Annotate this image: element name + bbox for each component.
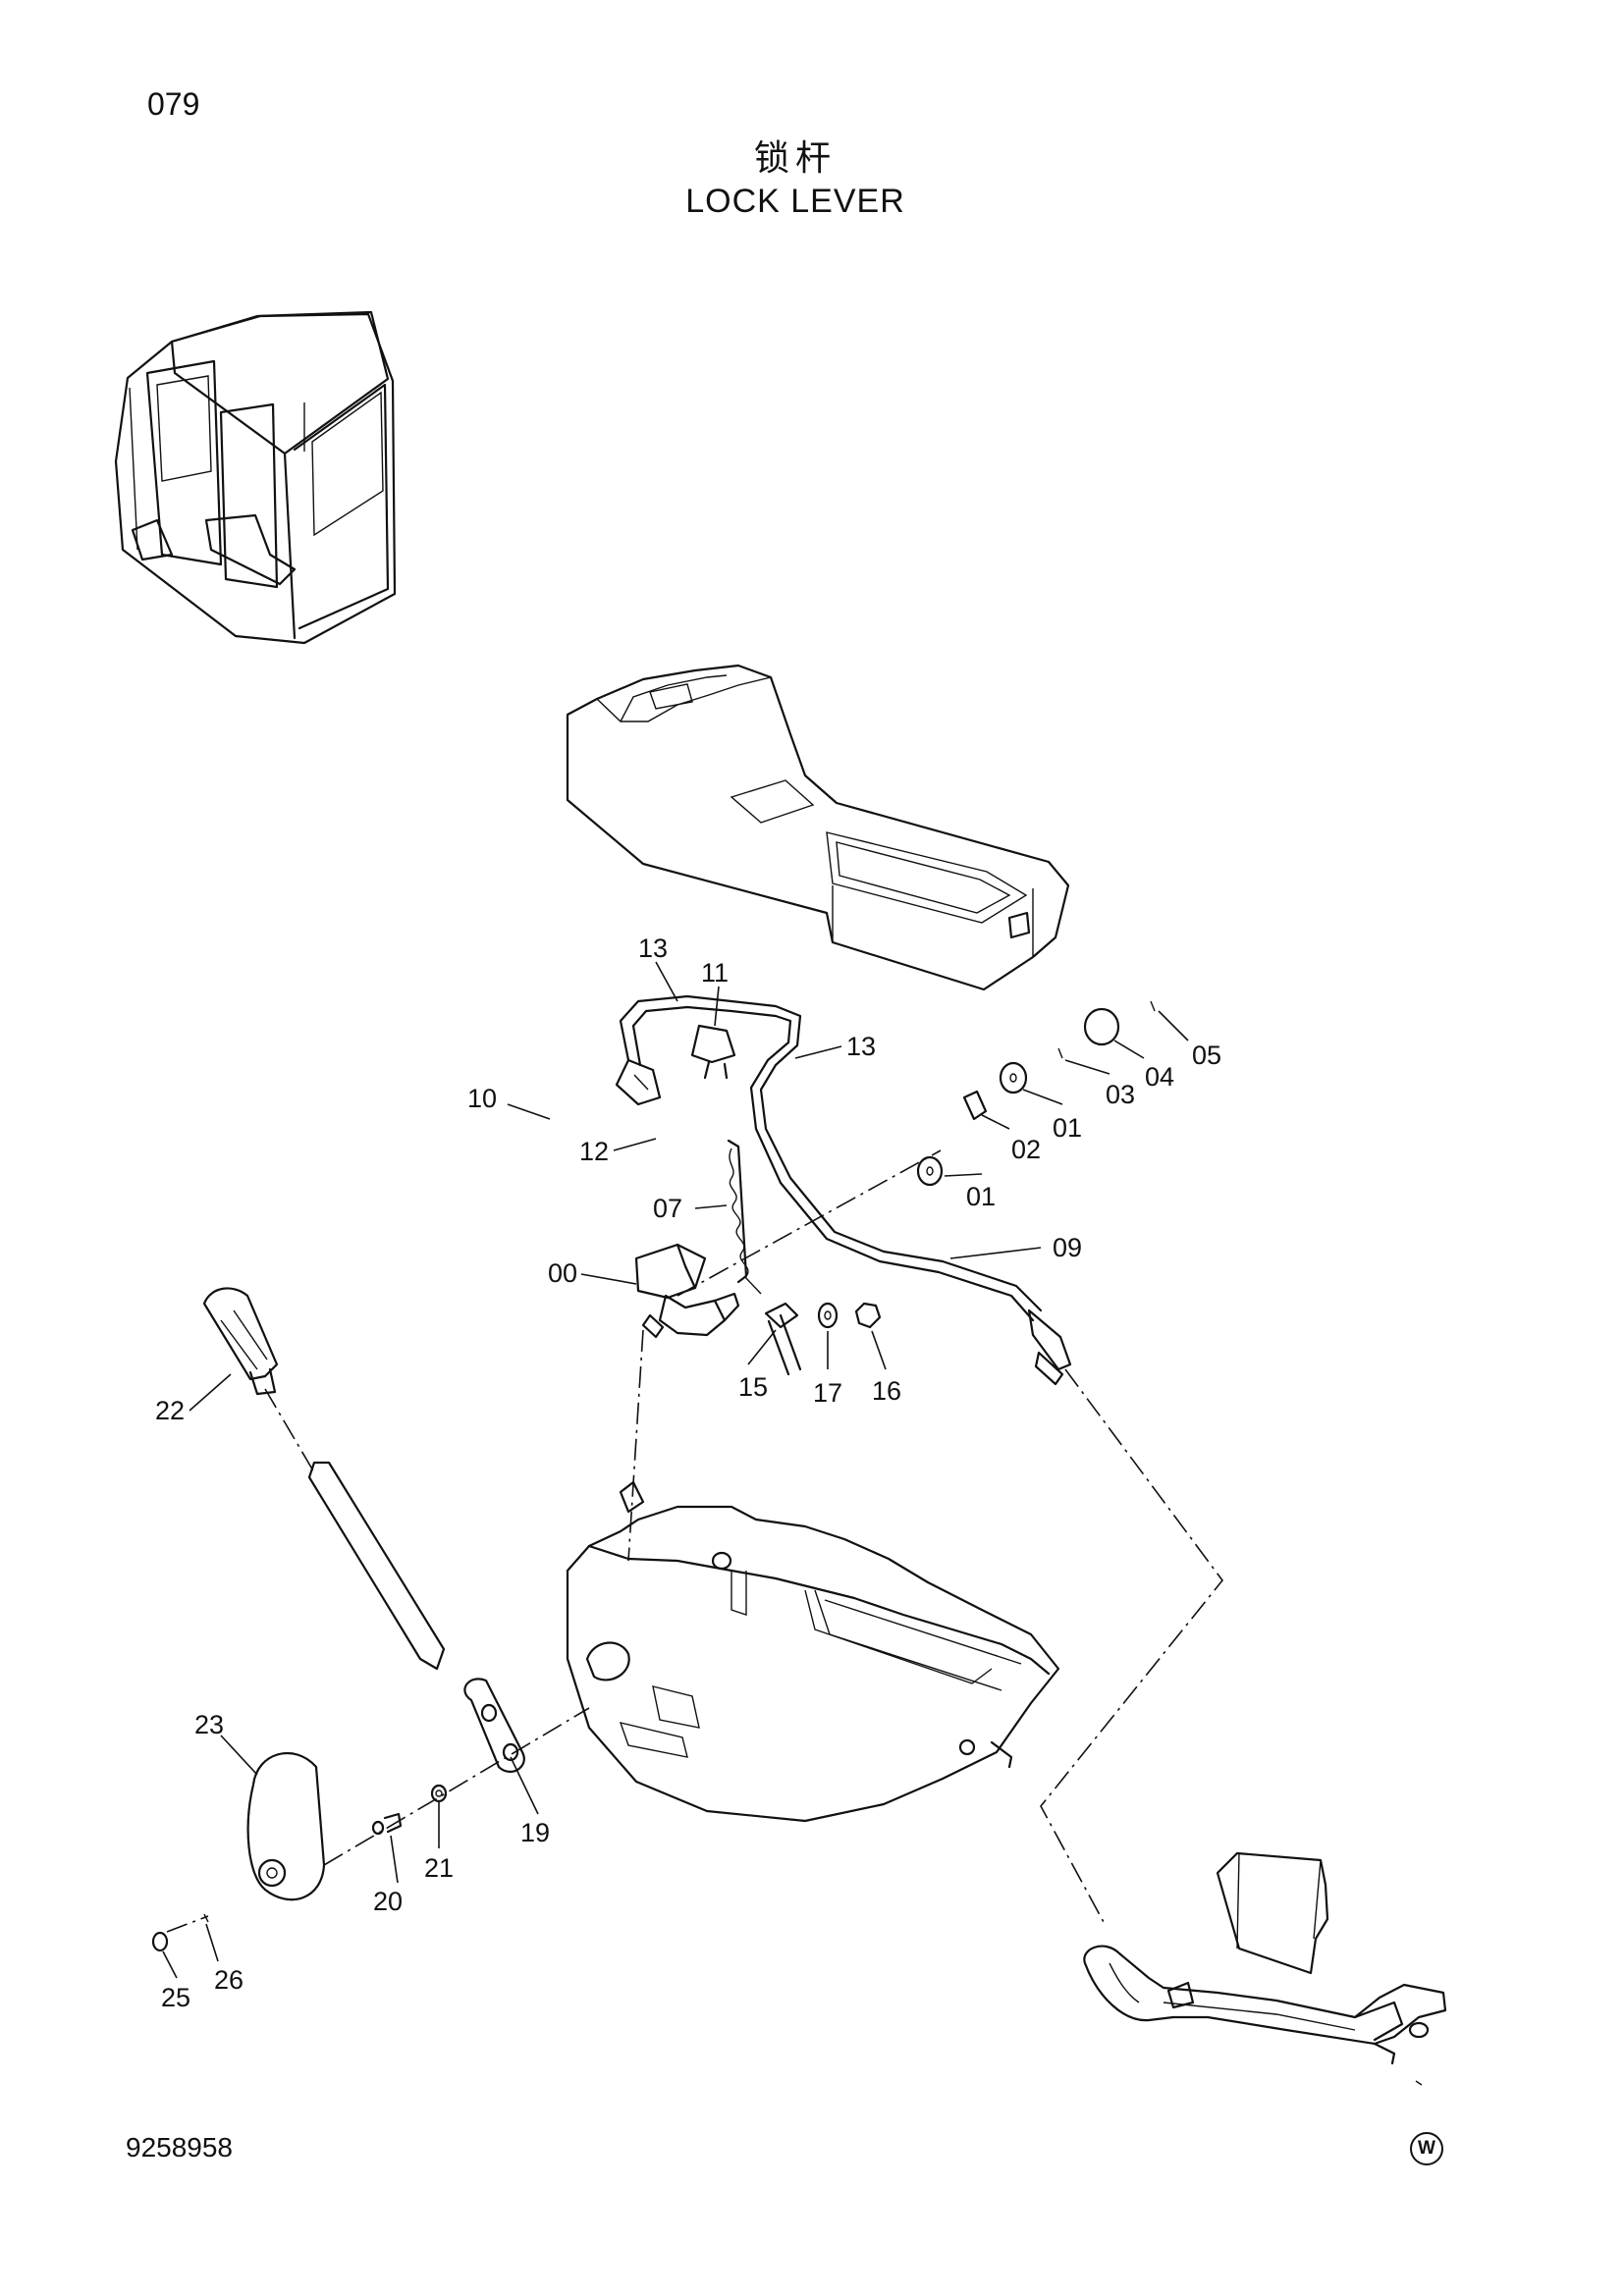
small-hardware-illustration (916, 1000, 1156, 1187)
bracket-assembly-illustration (634, 1243, 882, 1376)
callout-13-right: 13 (846, 1032, 876, 1061)
callout-13-upper: 13 (638, 934, 668, 963)
callout-02: 02 (1011, 1135, 1041, 1164)
upper-console-illustration (566, 664, 1070, 991)
page-number: 079 (147, 86, 200, 122)
callout-09: 09 (1053, 1233, 1082, 1262)
cab-overview-illustration (114, 310, 397, 645)
assembly-centerlines (166, 1149, 1224, 1933)
wire-harness-illustration (615, 994, 1072, 1386)
callout-07: 07 (653, 1194, 682, 1223)
manufacturer-mark: W (1410, 2132, 1443, 2165)
callout-11: 11 (701, 958, 729, 988)
callout-10: 10 (467, 1084, 497, 1113)
callout-26: 26 (214, 1965, 244, 1995)
lever-hardware-illustration (151, 1784, 448, 1952)
callout-03: 03 (1106, 1080, 1135, 1109)
callout-05: 05 (1192, 1041, 1221, 1070)
callout-leaders (162, 961, 1189, 1979)
callout-19: 19 (520, 1818, 550, 1847)
spring-illustration (727, 1139, 762, 1295)
callout-22: 22 (155, 1396, 185, 1425)
callout-04: 04 (1145, 1062, 1174, 1092)
callout-25: 25 (161, 1983, 190, 2012)
title-english: LOCK LEVER (685, 183, 905, 220)
base-frame-illustration (1083, 1851, 1447, 2086)
callout-15: 15 (738, 1372, 768, 1402)
callout-17: 17 (813, 1378, 842, 1408)
lower-console-illustration (566, 1480, 1060, 1823)
callout-23: 23 (194, 1710, 224, 1739)
document-code: 9258958 (126, 2132, 234, 2163)
callout-00: 00 (548, 1258, 577, 1288)
callout-21: 21 (424, 1853, 454, 1883)
callout-16: 16 (872, 1376, 901, 1406)
lock-lever-illustration (202, 1287, 525, 1773)
callout-20: 20 (373, 1887, 403, 1916)
knob-cover-illustration (246, 1751, 326, 1901)
callout-12: 12 (579, 1137, 609, 1166)
callout-labels: 13 11 13 10 12 07 00 09 15 17 16 01 02 0… (155, 934, 1221, 2012)
title-chinese: 锁杆 (753, 138, 837, 179)
callout-01-upper: 01 (1053, 1113, 1082, 1143)
callout-01-lower: 01 (966, 1182, 996, 1211)
